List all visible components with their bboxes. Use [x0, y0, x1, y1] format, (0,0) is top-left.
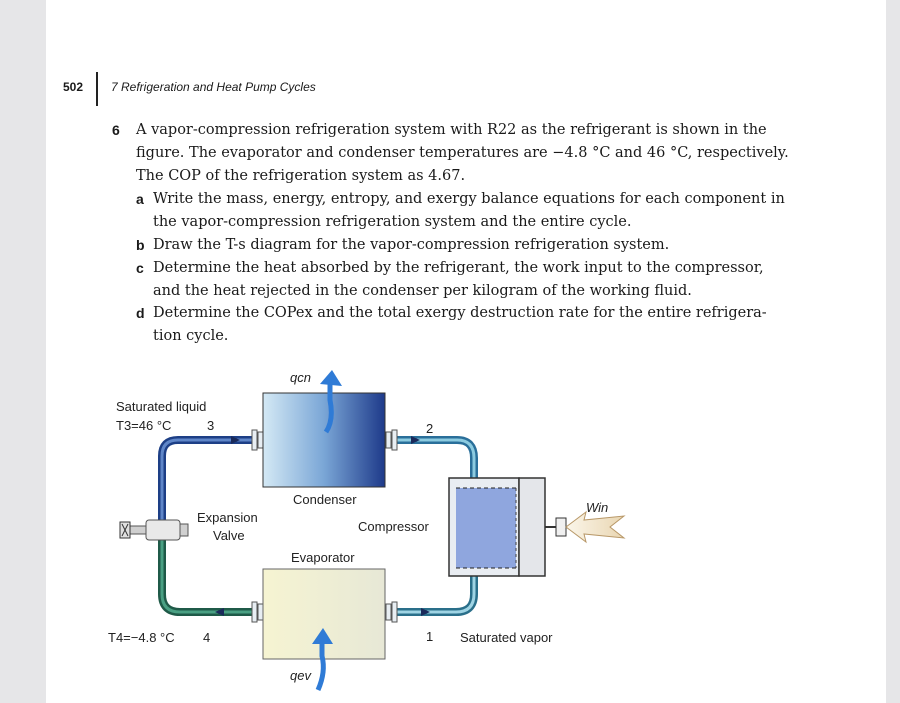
chapter-title: 7 Refrigeration and Heat Pump Cycles [111, 80, 316, 94]
label-valve: Valve [213, 528, 245, 543]
label-saturated-vapor: Saturated vapor [460, 630, 553, 645]
stem-line-1: A vapor-compression refrigeration system… [136, 122, 767, 138]
header-divider [96, 72, 98, 106]
label-state-2: 2 [426, 421, 433, 436]
heat-rejected-arrow [320, 370, 342, 434]
work-input-arrow [565, 510, 626, 544]
part-a-line-2: the vapor-compression refrigeration syst… [153, 214, 632, 230]
book-page [46, 0, 886, 703]
left-margin-band [0, 0, 46, 703]
right-margin-band [886, 0, 900, 703]
label-state-4: 4 [203, 630, 210, 645]
label-w-in: Win [586, 500, 608, 515]
part-d-line-1: Determine the COPex and the total exergy… [153, 305, 767, 321]
condenser-box [262, 392, 386, 488]
part-a-line-1: Write the mass, energy, entropy, and exe… [153, 191, 785, 207]
pipe-high-pressure [158, 436, 478, 524]
label-evaporator: Evaporator [291, 550, 355, 565]
part-c-line-2: and the heat rejected in the condenser p… [153, 283, 692, 299]
expansion-valve [119, 519, 189, 541]
part-b-letter: b [136, 237, 145, 253]
compressor [448, 477, 567, 577]
pipe-flanges [251, 429, 398, 623]
label-condenser: Condenser [293, 492, 357, 507]
part-a-letter: a [136, 191, 144, 207]
stem-line-3: The COP of the refrigeration system as 4… [136, 168, 466, 184]
stem-line-2: figure. The evaporator and condenser tem… [136, 145, 789, 161]
label-saturated-liquid: Saturated liquid [116, 399, 206, 414]
label-state-3: 3 [207, 418, 214, 433]
part-b-line-1: Draw the T-s diagram for the vapor-compr… [153, 237, 670, 253]
label-q-cn: qcn [290, 370, 311, 385]
part-c-letter: c [136, 260, 144, 276]
pipe-low-pressure [158, 536, 478, 616]
part-c-line-1: Determine the heat absorbed by the refri… [153, 260, 764, 276]
heat-absorbed-arrow [312, 628, 333, 692]
label-expansion: Expansion [197, 510, 258, 525]
label-state-1: 1 [426, 629, 433, 644]
label-compressor: Compressor [358, 519, 429, 534]
page-number: 502 [63, 80, 84, 94]
part-d-letter: d [136, 305, 145, 321]
label-t4: T4=−4.8 °C [108, 630, 175, 645]
part-d-line-2: tion cycle. [153, 328, 229, 344]
label-t3: T3=46 °C [116, 418, 171, 433]
flow-arrows [215, 436, 430, 616]
label-q-ev: qev [290, 668, 312, 683]
problem-number: 6 [112, 122, 120, 138]
